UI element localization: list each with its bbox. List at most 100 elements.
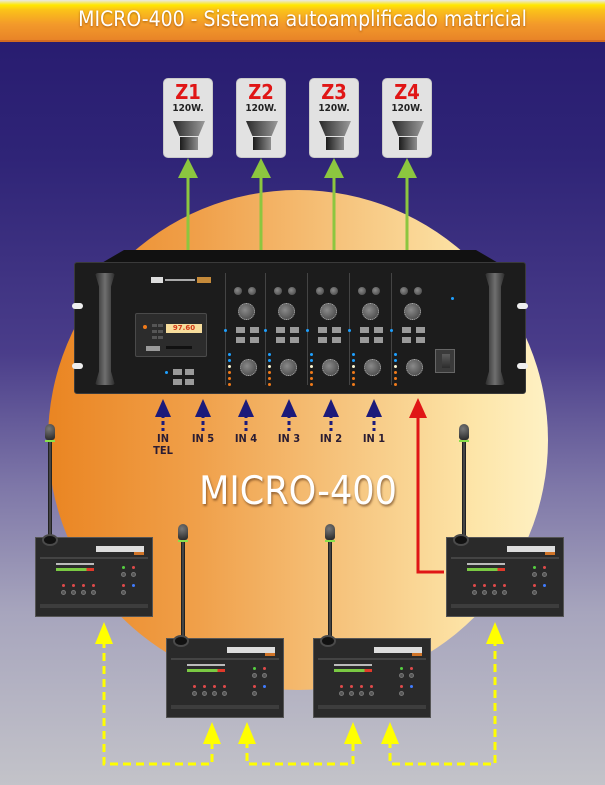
microphone-icon [45,424,55,440]
volume-knob[interactable] [362,303,379,320]
input-label-5: IN 5 [183,433,223,445]
volume-knob[interactable] [404,303,421,320]
header-bar: MICRO-400 - Sistema autoamplificado matr… [0,0,605,42]
input-label-text: IN 4 [234,432,258,445]
zone-knob[interactable] [406,359,423,376]
paging-console-2 [166,635,284,718]
output-arrow-z3-head [324,158,344,178]
brand-logo [151,277,211,283]
input-arrow-3-head [281,399,297,417]
speaker-zone-2: Z2 120W. [236,78,286,158]
section-zone-1 [264,273,305,386]
volume-knob[interactable] [320,303,337,320]
input-arrow-1-head [366,399,382,417]
speaker-icon [319,121,351,136]
mic-ring [178,540,188,542]
input-label-sub: TEL [153,444,173,457]
header-title: MICRO-400 - Sistema autoamplificado matr… [78,7,527,31]
link-arrow-head-2b [344,722,362,744]
zone-knob[interactable] [240,359,257,376]
output-arrow-z4-head [397,158,417,178]
zone-knob[interactable] [280,359,297,376]
zone-knob[interactable] [322,359,339,376]
power-led [451,297,454,300]
input-label-text: IN [157,432,169,445]
mic-base [320,635,336,647]
speaker-magnet-icon [253,137,271,150]
zone-power: 120W. [391,103,423,114]
usb-slot [146,346,160,351]
input-label-1: IN 1 [354,433,394,445]
input-label-text: IN 1 [362,432,386,445]
zone-label: Z3 [321,80,347,104]
input-label-4: IN 4 [226,433,266,445]
tuner-led [143,325,147,329]
microphone-gooseneck [181,540,185,640]
tuner-module: 97.60 [135,313,207,357]
link-line-2 [245,740,355,766]
input-label-tel: IN TEL [143,433,183,457]
volume-knob[interactable] [238,303,255,320]
rack-ear-hole [517,303,528,309]
tuner-display: 97.60 [166,324,202,333]
microphone-gooseneck [462,440,466,540]
zone-label: Z4 [394,80,420,104]
level-meter [187,669,225,672]
console-bus-red-head [409,398,427,418]
mic-ring [325,540,335,542]
speaker-zone-1: Z1 120W. [163,78,213,158]
level-meter [56,568,94,571]
zone-power: 120W. [172,103,204,114]
input-label-text: IN 3 [277,432,301,445]
link-arrow-head-2a [238,722,256,744]
input-label-text: IN 5 [191,432,215,445]
matrix-amplifier: 97.60 [72,262,528,394]
level-meter [334,669,372,672]
rack-handle-left [95,273,115,385]
speaker-magnet-icon [326,137,344,150]
speaker-icon [392,121,424,136]
speaker-magnet-icon [180,137,198,150]
microphone-gooseneck [48,440,52,540]
speaker-zone-4: Z4 120W. [382,78,432,158]
speaker-magnet-icon [399,137,417,150]
paging-console-1 [35,534,153,617]
link-arrow-head-3b [486,622,504,644]
speaker-icon [246,121,278,136]
level-meter [467,568,505,571]
volume-knob[interactable] [278,303,295,320]
input-arrow-4-head [238,399,254,417]
mic-ring [459,440,469,442]
rack-ear-hole [72,363,83,369]
zone-label: Z1 [175,80,201,104]
rack-ear-hole [72,303,83,309]
zone-power: 120W. [318,103,350,114]
input-arrow-5-head [195,399,211,417]
input-label-3: IN 3 [269,433,309,445]
speaker-zone-3: Z3 120W. [309,78,359,158]
mic-ring [45,440,55,442]
microphone-icon [325,524,335,540]
product-title: MICRO-400 [199,469,397,514]
output-arrow-z1-head [178,158,198,178]
input-arrow-2-head [323,399,339,417]
link-arrow-head-1a [95,622,113,644]
mic-base [173,635,189,647]
mic-base [453,534,469,546]
sd-slot [166,346,192,349]
amplifier-top-cover [100,250,500,264]
mic-base [42,534,58,546]
microphone-icon [459,424,469,440]
console-bus-red-line [416,416,444,574]
speaker-icon [173,121,205,136]
output-arrow-z2-head [251,158,271,178]
zone-label: Z2 [248,80,274,104]
power-switch[interactable] [435,349,455,373]
input-label-text: IN 2 [319,432,343,445]
microphone-icon [178,524,188,540]
zone-knob[interactable] [364,359,381,376]
zone-power: 120W. [245,103,277,114]
section-zone-4 [390,273,431,386]
microphone-gooseneck [328,540,332,640]
